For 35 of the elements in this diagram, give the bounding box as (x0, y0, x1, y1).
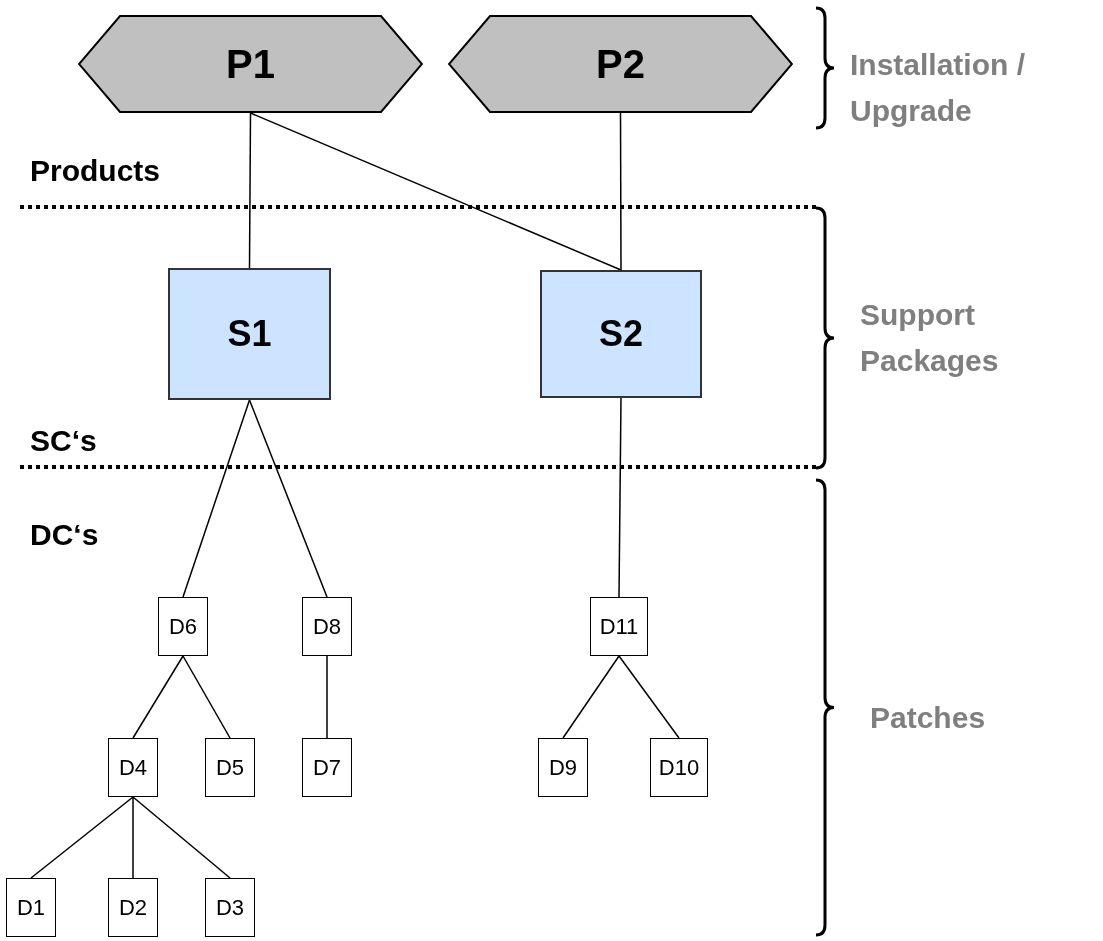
connector-line (249, 112, 622, 271)
section-label: Installation / Upgrade (850, 47, 1027, 129)
connector-line (248, 399, 328, 598)
connector-line (618, 655, 680, 739)
patch-box: D5 (205, 738, 255, 797)
product-hexagon: P1 (78, 15, 423, 113)
section-label: Products (30, 153, 162, 189)
patch-box: D8 (302, 597, 352, 656)
patch-box: D4 (108, 738, 158, 797)
patch-box: D11 (590, 597, 648, 656)
patch-box: D2 (108, 878, 158, 937)
patch-box: D9 (538, 738, 588, 797)
connector-line (132, 655, 184, 739)
connector-line (619, 112, 622, 271)
connector-line (30, 796, 134, 879)
connector-line (132, 796, 134, 879)
support-package-box: S2 (540, 270, 702, 398)
connector-line (182, 655, 231, 739)
connector-line (248, 112, 252, 269)
connector-line (326, 655, 328, 739)
section-label: Support Packages (860, 297, 1000, 379)
section-label: Patches (870, 700, 987, 736)
patch-box: D1 (6, 878, 56, 937)
connector-line (132, 796, 231, 879)
patch-box: D3 (205, 878, 255, 937)
connector-line (618, 397, 622, 598)
connector-line (182, 399, 251, 598)
section-label: SC‘s (30, 423, 98, 459)
product-hexagon: P2 (448, 15, 793, 113)
patch-box: D10 (650, 738, 708, 797)
section-label: DC‘s (30, 517, 100, 553)
patch-box: D6 (158, 597, 208, 656)
support-package-box: S1 (168, 268, 331, 400)
connector-line (562, 655, 620, 739)
patch-box: D7 (302, 738, 352, 797)
